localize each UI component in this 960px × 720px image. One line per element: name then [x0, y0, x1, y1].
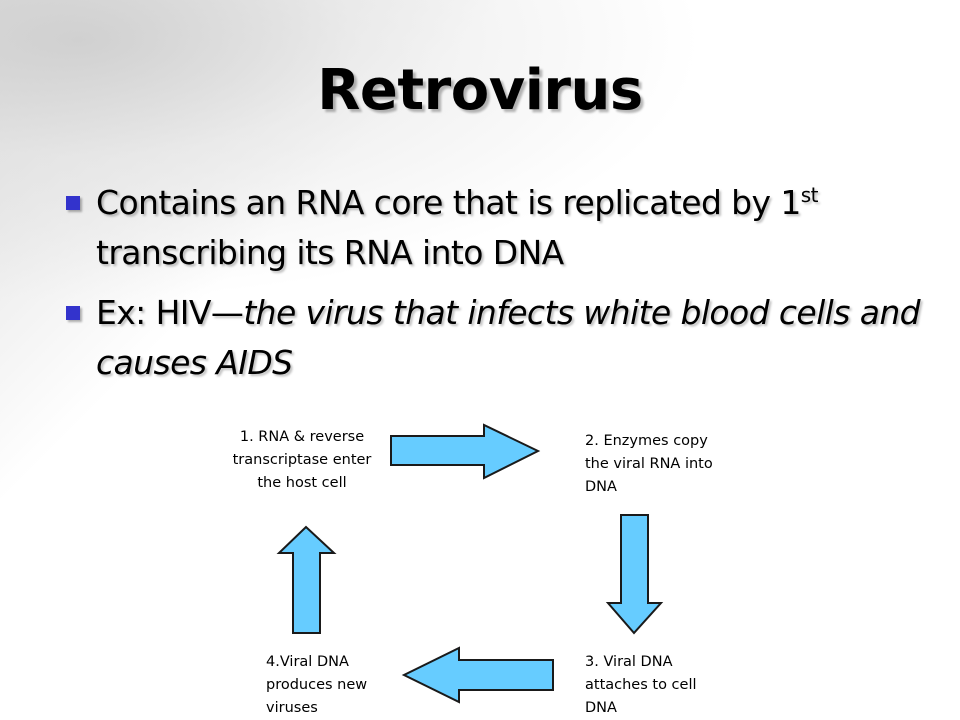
- bullet-text: Ex: HIV—the virus that infects white blo…: [96, 288, 926, 388]
- left-arrow-icon: [401, 646, 554, 704]
- bullet-superscript: st: [800, 183, 819, 207]
- right-arrow-icon: [390, 423, 541, 480]
- cycle-step-2: 2. Enzymes copy the viral RNA into DNA: [585, 433, 713, 495]
- bullet-text: Contains an RNA core that is replicated …: [96, 178, 926, 278]
- bullet-text-part: Ex: HIV—: [96, 293, 244, 332]
- square-bullet-icon: [66, 306, 80, 320]
- bullet-text-part: Contains an RNA core that is replicated …: [96, 183, 801, 222]
- square-bullet-icon: [66, 196, 80, 210]
- bullet-item-hiv-example: Ex: HIV—the virus that infects white blo…: [66, 288, 926, 388]
- cycle-step-3: 3. Viral DNA attaches to cell DNA: [585, 654, 697, 716]
- bullet-text-part: transcribing its RNA into DNA: [96, 233, 564, 272]
- cycle-step-1: 1. RNA & reverse transcriptase enter the…: [232, 429, 372, 491]
- bullet-item-rna-core: Contains an RNA core that is replicated …: [66, 178, 926, 278]
- up-arrow-icon: [276, 525, 337, 634]
- slide-title: Retrovirus: [317, 58, 643, 123]
- down-arrow-icon: [605, 514, 664, 635]
- cycle-step-4: 4.Viral DNA produces new viruses: [266, 654, 368, 716]
- bullet-italic-text: the virus that infects white blood cells…: [96, 293, 921, 382]
